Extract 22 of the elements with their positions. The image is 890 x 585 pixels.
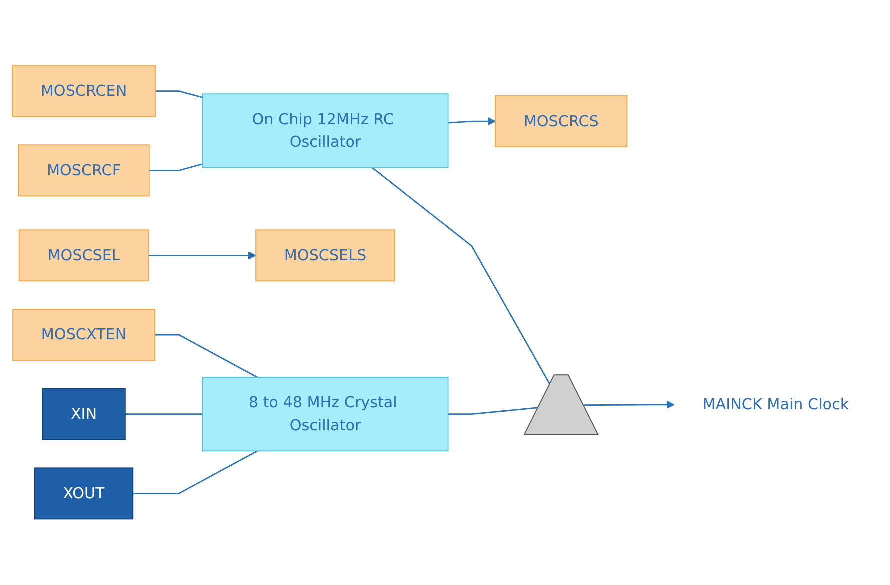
node-box: MOSCRCF <box>18 144 150 197</box>
arrow <box>448 117 496 126</box>
node-trapezoid <box>524 374 599 436</box>
connector <box>149 164 203 172</box>
arrow <box>584 400 675 410</box>
node-box: On Chip 12MHz RC Oscillator <box>202 94 449 168</box>
connector <box>448 407 539 416</box>
node-box: XOUT <box>34 468 134 520</box>
node-box: 8 to 48 MHz Crystal Oscillator <box>202 377 449 452</box>
node-box: MOSCXTEN <box>12 309 156 361</box>
connector <box>125 414 203 416</box>
connector <box>133 450 258 494</box>
node-text: MAINCK Main Clock <box>702 395 850 414</box>
node-box: MOSCSELS <box>256 230 396 282</box>
arrow <box>148 252 256 260</box>
node-box: XIN <box>42 388 126 440</box>
connector <box>154 334 258 378</box>
connector <box>155 90 203 98</box>
node-box: MOSCRCS <box>495 96 628 148</box>
node-box: MOSCRCEN <box>12 65 156 118</box>
node-box: MOSCSEL <box>18 230 150 282</box>
connector <box>372 167 551 386</box>
